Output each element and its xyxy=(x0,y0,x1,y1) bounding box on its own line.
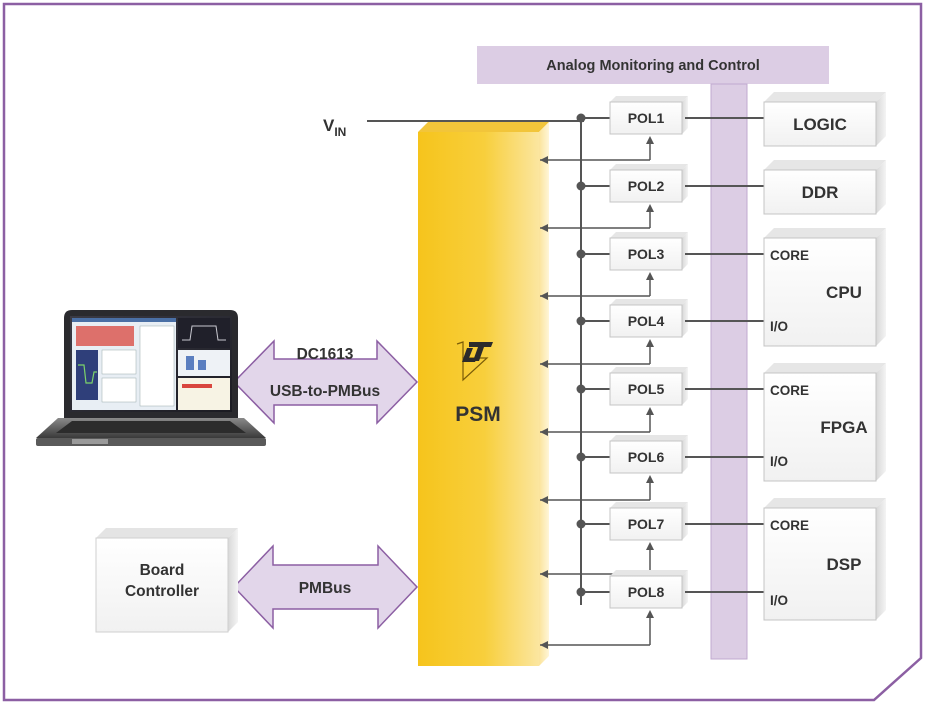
pol-block-8: POL8 xyxy=(540,570,764,649)
cpu-name-label: CPU xyxy=(826,283,862,302)
pol-label-1: POL1 xyxy=(628,110,665,126)
cpu-io-label: I/O xyxy=(770,319,788,334)
pol-label-3: POL3 xyxy=(628,246,665,262)
pol-box-3 xyxy=(609,232,688,271)
fpga-core-label: CORE xyxy=(770,383,809,398)
pol-label-2: POL2 xyxy=(628,178,665,194)
junction-dot xyxy=(576,452,586,462)
pol-box-5 xyxy=(609,367,688,406)
fpga-name-label: FPGA xyxy=(820,418,867,437)
pol-box-8 xyxy=(609,570,688,609)
pol-block-7: POL7 xyxy=(540,502,764,578)
psm-block: PSM xyxy=(418,122,549,666)
analog-monitoring-label: Analog Monitoring and Control xyxy=(546,58,759,74)
logic-label: LOGIC xyxy=(793,115,847,134)
dsp-name-label: DSP xyxy=(827,555,862,574)
junction-dot xyxy=(576,519,586,529)
junction-dot xyxy=(576,384,586,394)
pmbus-label: PMBus xyxy=(299,580,352,597)
pol-block-1: POL1 xyxy=(540,96,764,164)
usb-to-pmbus-label: USB-to-PMBus xyxy=(270,383,380,400)
dc1613-label: DC1613 xyxy=(297,346,354,363)
pol-label-6: POL6 xyxy=(628,449,665,465)
lt-logo-icon xyxy=(456,341,493,382)
pol-label-8: POL8 xyxy=(628,584,665,600)
ddr-label: DDR xyxy=(802,183,839,202)
cpu-box: CORE CPU I/O xyxy=(763,228,886,347)
vin-input: VIN xyxy=(323,116,584,139)
pol-box-4 xyxy=(609,299,688,338)
fpga-box: CORE FPGA I/O xyxy=(763,363,886,482)
psm-label: PSM xyxy=(455,403,501,426)
dsp-core-label: CORE xyxy=(770,518,809,533)
ddr-box: DDR xyxy=(763,160,886,215)
pol-label-7: POL7 xyxy=(628,516,665,532)
pol-block-2: POL2 xyxy=(540,164,764,232)
dc1613-arrow: DC1613 USB-to-PMBus xyxy=(232,339,419,425)
pol-label-4: POL4 xyxy=(628,313,665,329)
board-label: Board xyxy=(140,562,185,579)
controller-label: Controller xyxy=(125,583,199,600)
dsp-box: CORE DSP I/O xyxy=(763,498,886,621)
cpu-core-label: CORE xyxy=(770,248,809,263)
pol-block-6: POL6 xyxy=(540,435,764,504)
pol-box-7 xyxy=(609,502,688,541)
pol-box-6 xyxy=(609,435,688,474)
junction-dot xyxy=(576,316,586,326)
dsp-io-label: I/O xyxy=(770,593,788,608)
pol-block-3: POL3 xyxy=(540,232,764,300)
analog-monitoring-bar: Analog Monitoring and Control xyxy=(477,46,829,660)
junction-dot xyxy=(576,181,586,191)
pol-block-5: POL5 xyxy=(540,367,764,436)
junction-dot xyxy=(576,587,586,597)
load-layer: LOGIC DDR CORE CPU I/O CORE FPGA I/O CORE DSP I/O xyxy=(763,92,886,621)
logic-box: LOGIC xyxy=(763,92,886,147)
pmbus-arrow: PMBus xyxy=(232,544,419,630)
laptop-image xyxy=(36,310,266,446)
vin-label: VIN xyxy=(323,116,346,139)
junction-dot xyxy=(576,113,586,123)
fpga-io-label: I/O xyxy=(770,454,788,469)
board-controller-box: Board Controller xyxy=(95,528,238,633)
pol-box-1 xyxy=(609,96,688,135)
junction-dot xyxy=(576,249,586,259)
pol-block-4: POL4 xyxy=(540,299,764,368)
pol-box-2 xyxy=(609,164,688,203)
pol-label-5: POL5 xyxy=(628,381,665,397)
